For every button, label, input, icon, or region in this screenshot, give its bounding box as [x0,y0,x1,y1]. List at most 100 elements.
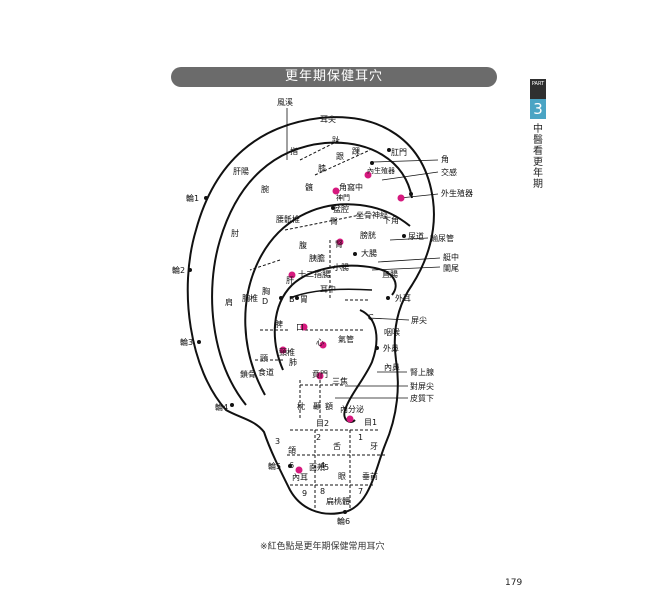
label-lun2: 輪2 [172,265,185,275]
label-gangmen: 肛門 [391,148,407,157]
label-neibi: 內鼻 [384,362,400,372]
label-shen: 腎 [335,240,343,249]
label-wei: 胃 [300,295,308,304]
label-lun5: 輪5 [268,461,281,471]
ear-region-lines [249,139,371,420]
label-jiaogan: 交感 [441,167,457,177]
label-waier: 外耳 [395,293,411,303]
label-yaodizhui: 腰骶椎 [276,214,300,224]
label-zhichang: 直腸 [382,269,398,279]
label-jiao: 角 [441,154,449,164]
point-fei [279,346,287,354]
label-dachang: 大腸 [361,248,377,258]
page-number: 179 [505,578,523,588]
leader-lines [286,108,441,399]
ear-helix-inner [211,141,413,406]
ear-lobe-grid [287,429,385,510]
label-she: 舌 [333,441,341,451]
label-neifenmi: 內分泌 [340,404,364,414]
chapter-number: 3 [530,99,546,119]
label-lanwei: 闌尾 [443,264,459,273]
label-xiong: 胸 [262,286,270,296]
label-n2: 2 [316,433,321,442]
label-pingjian: 屏尖 [411,315,427,325]
label-n4: 4 [320,461,325,470]
label-niaodao: 尿道 [408,231,424,241]
chapter-part-label: PART [531,81,545,87]
label-sanjiao: 三焦 [332,376,348,386]
point-shen [288,271,296,279]
label-zhi-finger: 指 [290,146,298,156]
label-zhou: 肘 [231,229,239,238]
page-title: 更年期保健耳穴 [171,67,497,87]
point-neier [295,466,303,474]
chapter-title: 中醫看更年期 [533,124,543,190]
point-gan [336,238,344,246]
ear-tragus [343,309,378,423]
label-jiaowozhong: 角窩中 [339,182,363,192]
label-yanhou: 咽喉 [384,327,400,337]
label-xi: 膝 [318,163,326,173]
label-zhen: 枕 [297,401,305,411]
label-lun4: 輪4 [215,402,228,412]
label-mianjia: 面頰 [309,462,325,472]
label-duipingjian: 對屏尖 [410,381,434,391]
label-mu2: 目2 [316,419,329,428]
point-neishengzhiqi [364,171,372,179]
label-nie: 顳 [313,402,321,411]
label-yan: 眼 [338,472,346,481]
label-erjian: 耳尖 [320,114,336,124]
label-e: 額 [325,401,333,411]
ear-antihelix [244,203,411,396]
label-pt-c: C [368,313,374,322]
ear-crus [289,288,373,299]
point-sanjiao [316,372,324,380]
point-pi [300,323,308,331]
label-n3: 3 [275,437,280,446]
label-huai: 踝 [352,147,360,156]
label-xiajiao: 下角 [383,215,399,225]
label-waishengzhiqi: 外生殖器 [441,188,473,198]
label-n9: 9 [302,489,307,498]
label-jing: 頸 [260,354,268,363]
label-n8: 8 [320,487,325,496]
label-jingzhui: 頸椎 [279,347,295,357]
label-benmen: 賁門 [312,369,328,379]
label-kou: 口 [296,323,304,332]
label-pangguang: 膀胱 [360,230,376,240]
point-neifenmi [346,415,354,423]
label-tun: 臀 [330,217,338,226]
label-ya: 牙 [370,442,378,451]
label-xin: 心 [316,338,324,347]
label-waibi: 外鼻 [383,343,399,353]
label-penqiang: 盆腔 [333,204,349,214]
label-gen: 跟 [336,152,344,161]
label-he: 頜 [288,445,296,455]
label-wan: 腕 [261,184,269,194]
label-n7: 7 [358,487,363,496]
label-jian: 肩 [225,297,233,307]
label-shenmen: 神門 [336,193,350,202]
label-fu: 腹 [299,240,307,250]
label-neier: 內耳 [292,473,308,482]
label-xiaochang: 小腸 [333,263,349,272]
label-mu1: 目1 [364,418,377,427]
label-shenshangxian: 腎上腺 [410,367,434,377]
label-pt-b: B [289,295,295,304]
label-shierzhichang: 十二指腸 [298,269,330,279]
label-niaodaoguan: 輸尿管 [430,233,454,243]
highlight-points [279,171,405,474]
label-n6: 6 [289,461,294,470]
label-qiguan: 氣管 [338,334,354,344]
label-gan: 肝 [286,276,294,285]
label-lun3: 輪3 [180,337,193,347]
label-fei: 肺 [289,358,297,367]
label-shengushenjing: 坐骨神經 [356,210,388,220]
label-biantaoti: 扁桃體 [326,496,350,506]
ear-concha [273,264,397,371]
label-gandan: 肝陽 [233,167,249,176]
label-n1: 1 [358,433,363,442]
label-suogu: 鎖骨 [240,369,256,379]
